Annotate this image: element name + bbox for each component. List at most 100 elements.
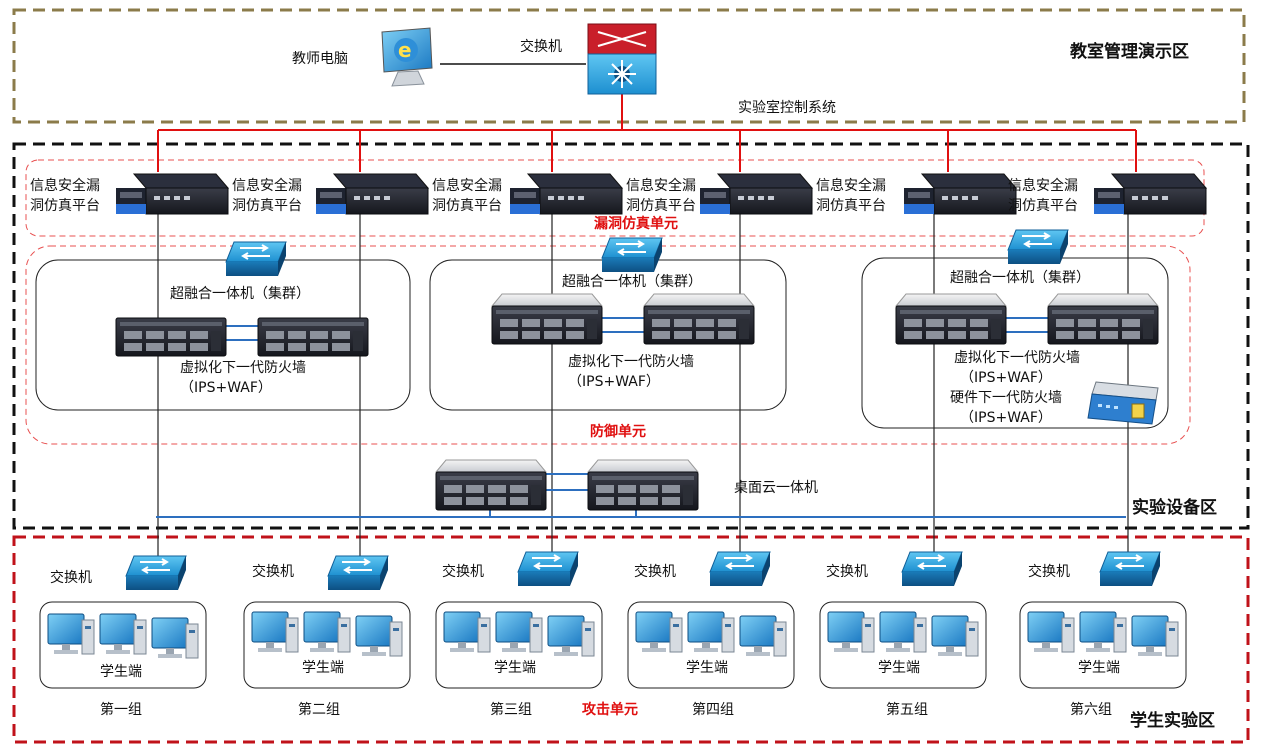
student-pc-5a: [827, 611, 875, 653]
desktop-cloud-server-2: [588, 460, 698, 510]
desktop-cloud-server-1: [436, 460, 546, 510]
hci-server-1b: [257, 317, 369, 357]
vuln-platform-label-5a: 信息安全漏: [816, 177, 886, 194]
student-zone-title: 学生实验区: [1130, 710, 1215, 731]
red-bus: [157, 92, 1137, 172]
vfw-label-3: 虚拟化下一代防火墙: [954, 350, 1080, 366]
group-switch-5: [901, 551, 963, 587]
group-box-2: [243, 601, 411, 689]
cluster-box-1: [35, 259, 411, 411]
cluster-switch-3: [1007, 229, 1069, 265]
svg-text:e: e: [398, 38, 412, 62]
student-pc-4b: [687, 611, 735, 653]
classroom-zone-title: 教室管理演示区: [1069, 41, 1189, 62]
student-pc-5c: [931, 615, 979, 657]
student-pc-1c: [151, 617, 199, 659]
cluster-switch-1: [225, 241, 287, 277]
student-pc-3c: [547, 615, 595, 657]
ips-label-4: （IPS+WAF）: [960, 410, 1052, 426]
student-pc-label-1: 学生端: [100, 664, 142, 680]
group-name-2: 第二组: [298, 701, 340, 718]
student-pc-2a: [251, 611, 299, 653]
defense-unit-label: 防御单元: [590, 423, 646, 440]
vuln-platform-label-1b: 洞仿真平台: [30, 198, 100, 214]
vuln-unit-border: [25, 159, 1205, 237]
group-switch-3: [517, 551, 579, 587]
student-pc-2c: [355, 615, 403, 657]
student-pc-6b: [1079, 611, 1127, 653]
group-name-1: 第一组: [100, 701, 142, 718]
hci-label-3: 超融合一体机（集群）: [950, 269, 1090, 286]
vuln-platform-label-1a: 信息安全漏: [30, 177, 100, 194]
core-switch-icon: [587, 23, 657, 95]
vfw-label-2: 虚拟化下一代防火墙: [568, 354, 694, 370]
student-zone-border: [12, 535, 1250, 744]
student-pc-label-5: 学生端: [878, 660, 920, 676]
vuln-platform-2: 信息安全漏 洞仿真平台: [232, 173, 429, 215]
ips-label-2: （IPS+WAF）: [568, 374, 660, 390]
core-switch-label: 交换机: [520, 38, 562, 55]
student-pc-4a: [635, 611, 683, 653]
teacher-pc-label: 教师电脑: [292, 51, 348, 67]
vuln-platform-1: 信息安全漏 洞仿真平台: [30, 173, 229, 215]
group-switch-label-3: 交换机: [442, 563, 484, 580]
group-name-5: 第五组: [886, 701, 928, 718]
equipment-zone-border: [12, 142, 1250, 530]
group-box-6: [1019, 601, 1187, 689]
group-switch-label-5: 交换机: [826, 563, 868, 580]
student-pc-label-6: 学生端: [1078, 660, 1120, 676]
group-switch-label-1: 交换机: [50, 569, 92, 586]
desktop-cloud-label: 桌面云一体机: [734, 480, 818, 496]
vfw-label-1: 虚拟化下一代防火墙: [180, 360, 306, 376]
group-switch-label-6: 交换机: [1028, 563, 1070, 580]
vuln-platform-label-6a: 信息安全漏: [1008, 177, 1078, 194]
student-pc-3a: [443, 611, 491, 653]
vuln-platform-label-5b: 洞仿真平台: [816, 198, 886, 214]
student-pc-label-3: 学生端: [494, 660, 536, 676]
vuln-unit-label: 漏洞仿真单元: [594, 215, 678, 232]
hardware-firewall-icon: [1087, 381, 1159, 425]
student-pc-3b: [495, 611, 543, 653]
hwfw-label: 硬件下一代防火墙: [950, 390, 1062, 406]
vuln-platform-5: 信息安全漏 洞仿真平台: [816, 173, 1017, 215]
vuln-platform-4: 信息安全漏 洞仿真平台: [626, 173, 813, 215]
student-pc-label-4: 学生端: [686, 660, 728, 676]
vuln-platform-label-3a: 信息安全漏: [432, 177, 502, 194]
student-pc-label-2: 学生端: [302, 660, 344, 676]
student-group-5: 交换机 学生端 第五组: [819, 551, 987, 718]
hci-label-2: 超融合一体机（集群）: [562, 273, 702, 290]
teacher-pc-icon: e: [381, 27, 433, 87]
vuln-platform-label-2b: 洞仿真平台: [232, 198, 302, 214]
student-group-2: 交换机 学生端 第二组: [243, 555, 411, 718]
hci-server-2a: [492, 294, 602, 344]
student-pc-1b: [99, 613, 147, 655]
ips-label-1: （IPS+WAF）: [180, 380, 272, 396]
hci-server-2b: [644, 294, 754, 344]
student-group-1: 交换机 学生端 第一组: [39, 555, 207, 718]
student-pc-1a: [47, 613, 95, 655]
group-box-3: [435, 601, 603, 689]
equipment-zone-title: 实验设备区: [1132, 497, 1217, 518]
hci-server-3b: [1048, 294, 1158, 344]
control-system-label: 实验室控制系统: [738, 99, 836, 116]
student-pc-5b: [879, 611, 927, 653]
group-box-1: [39, 601, 207, 689]
vuln-platform-label-3b: 洞仿真平台: [432, 198, 502, 214]
cluster-switch-2: [601, 237, 663, 273]
student-pc-2b: [303, 611, 351, 653]
vuln-platform-label-2a: 信息安全漏: [232, 177, 302, 194]
ips-label-3: （IPS+WAF）: [960, 370, 1052, 386]
group-switch-label-2: 交换机: [252, 563, 294, 580]
student-group-6: 交换机 学生端 第六组: [1019, 551, 1187, 718]
group-switch-2: [327, 555, 389, 591]
vuln-platform-3: 信息安全漏 洞仿真平台: [432, 173, 623, 215]
student-pc-6a: [1027, 611, 1075, 653]
group-box-5: [819, 601, 987, 689]
vuln-platform-label-4b: 洞仿真平台: [626, 198, 696, 214]
hci-label-1: 超融合一体机（集群）: [170, 285, 310, 302]
hci-server-1a: [115, 317, 227, 357]
group-switch-1: [125, 555, 187, 591]
group-switch-6: [1099, 551, 1161, 587]
vuln-platform-6: 信息安全漏 洞仿真平台: [1008, 173, 1207, 215]
group-box-4: [627, 601, 795, 689]
